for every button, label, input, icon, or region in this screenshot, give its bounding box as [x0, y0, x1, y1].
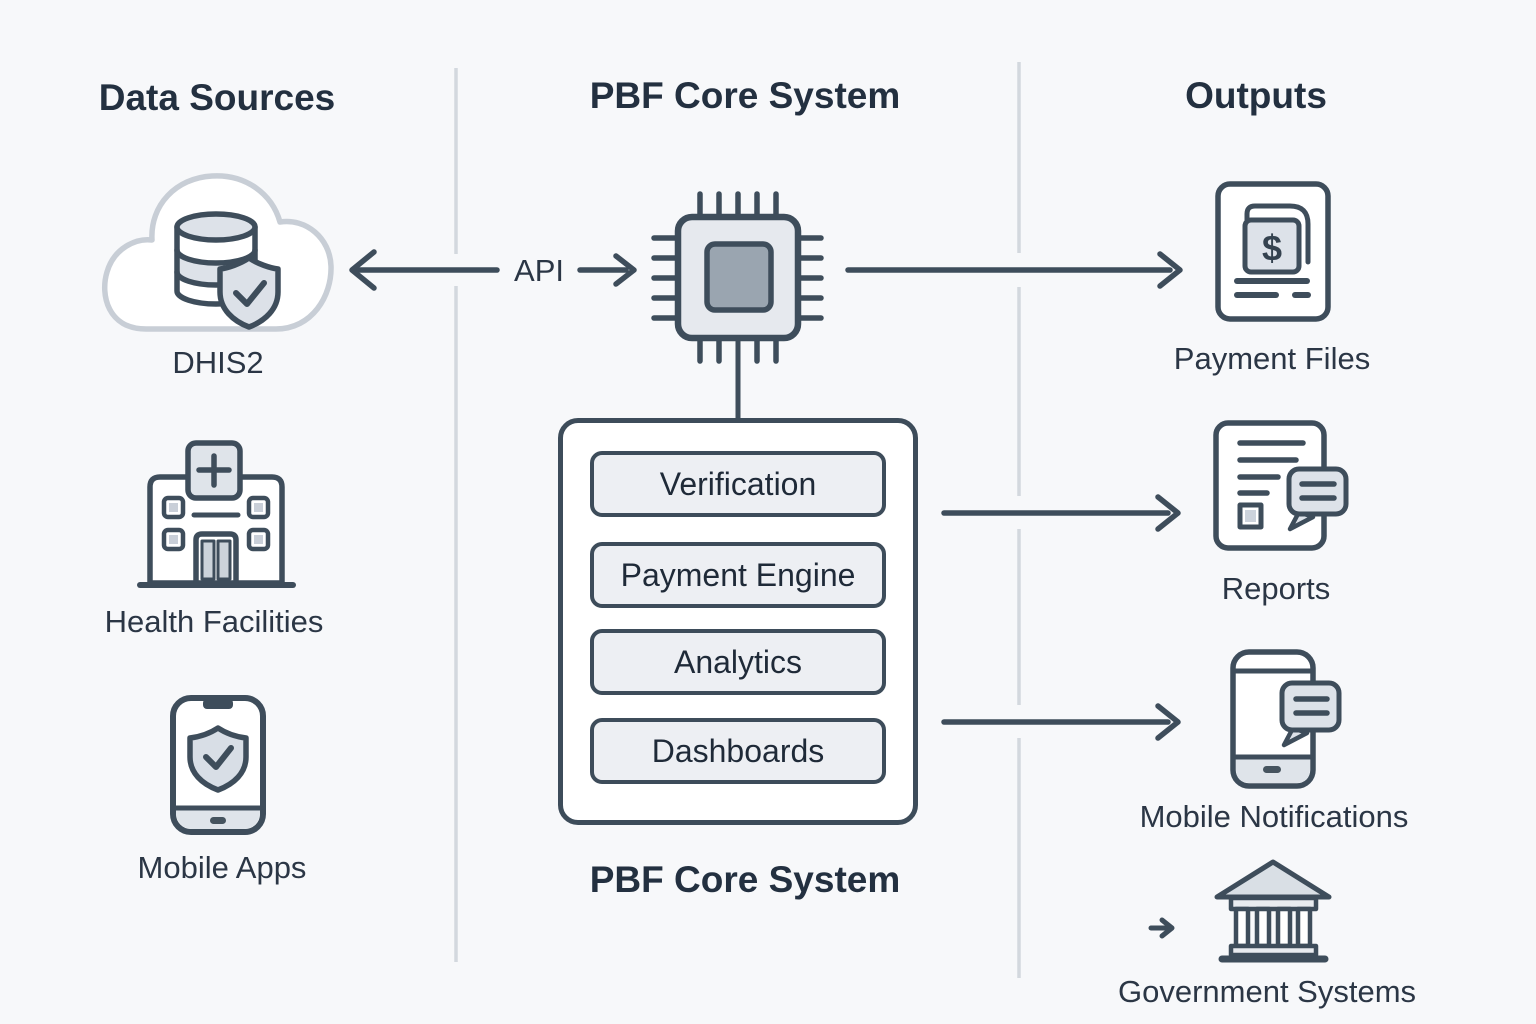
chat-bubble — [1279, 680, 1342, 733]
header-data-sources: Data Sources — [98, 77, 336, 118]
module-dashboards: Dashboards — [590, 718, 886, 784]
payment-file-icon: $ — [1215, 181, 1331, 322]
arrow-box-to-mobile-notifications — [941, 703, 1181, 741]
core-box-caption: PBF Core System — [589, 859, 901, 900]
window-panes — [169, 503, 263, 544]
dollar-badge — [1242, 217, 1302, 275]
arrow-api-to-dhis2 — [349, 249, 500, 291]
cpu-chip-icon — [651, 191, 824, 421]
door-panel-left — [200, 539, 216, 581]
smartphone-shield-icon — [170, 695, 266, 835]
home-pill — [210, 817, 226, 824]
label-payment-files: Payment Files — [1173, 341, 1371, 376]
page-curl — [1244, 203, 1311, 265]
database-top — [174, 211, 258, 243]
bank-building-icon — [1214, 859, 1332, 963]
label-health-facilities: Health Facilities — [104, 604, 324, 639]
header-outputs: Outputs — [1185, 75, 1327, 116]
label-mobile-apps: Mobile Apps — [137, 850, 307, 885]
module-verification: Verification — [590, 451, 886, 517]
home-pill — [1263, 766, 1281, 773]
arrow-chip-to-payment-files — [845, 251, 1183, 289]
base — [1228, 943, 1319, 958]
shield — [217, 255, 281, 330]
phone-notch — [203, 699, 233, 709]
label-mobile-notifications: Mobile Notifications — [1139, 799, 1409, 834]
module-payment-engine: Payment Engine — [590, 542, 886, 608]
flow-arrows — [349, 249, 1183, 939]
door-panel-right — [216, 539, 232, 581]
pediment — [1214, 859, 1332, 900]
shield — [187, 725, 249, 793]
label-dhis2: DHIS2 — [172, 345, 264, 380]
arrow-api-to-chip — [577, 253, 637, 287]
column-divider-lines — [454, 62, 1021, 978]
columns — [1233, 906, 1313, 949]
module-analytics: Analytics — [590, 629, 886, 695]
entablature — [1228, 895, 1319, 912]
api-label: API — [514, 253, 564, 288]
chat-bubble — [1286, 466, 1349, 517]
smartphone-chat-icon — [1230, 649, 1342, 789]
header-pbf-core-system: PBF Core System — [589, 75, 901, 116]
check-mark — [203, 745, 234, 770]
chip-core — [704, 241, 774, 313]
hospital-building-icon — [137, 440, 296, 588]
dollar-glyph: $ — [1262, 228, 1282, 269]
label-reports: Reports — [1221, 571, 1331, 606]
report-chat-icon — [1213, 420, 1349, 551]
arrow-to-government-systems — [1148, 917, 1175, 939]
cloud-database-shield-icon — [101, 173, 334, 332]
label-government-systems: Government Systems — [1117, 974, 1417, 1009]
arrow-box-to-reports — [941, 494, 1181, 532]
pbf-core-system-box: Verification Payment Engine Analytics Da… — [558, 418, 918, 825]
check-mark — [233, 280, 267, 307]
